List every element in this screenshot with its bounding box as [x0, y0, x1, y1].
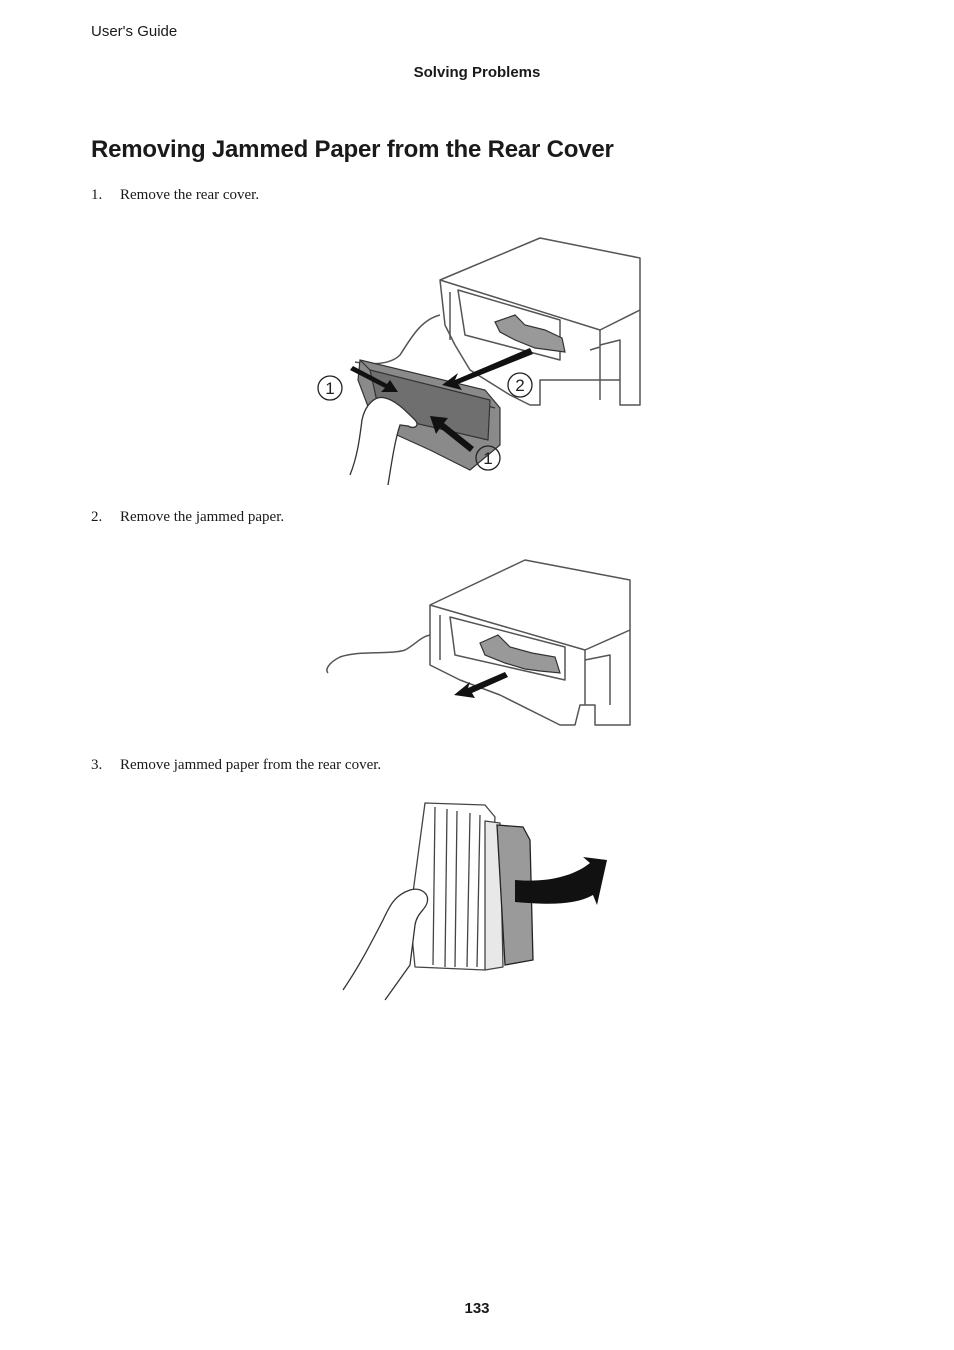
arrow-icon [430, 416, 474, 452]
illustration-remove-jammed-paper [326, 559, 631, 726]
page-number: 133 [464, 1300, 490, 1317]
header-section-title: Solving Problems [413, 64, 541, 81]
callout-1: 1 [483, 449, 492, 468]
step-text: Remove the jammed paper. [120, 509, 285, 525]
arrow-icon [454, 672, 508, 698]
step-number: 2. [91, 509, 103, 525]
illustration-remove-rear-cover: 1 2 1 [317, 237, 641, 486]
callout-1: 1 [325, 379, 334, 398]
page-title: Removing Jammed Paper from the Rear Cove… [91, 136, 614, 163]
callout-2: 2 [515, 376, 524, 395]
hand-icon [349, 396, 418, 486]
header-guide-title: User's Guide [91, 23, 178, 40]
jammed-paper-icon [494, 314, 566, 353]
step-text: Remove jammed paper from the rear cover. [120, 757, 382, 773]
step-2: 2. Remove the jammed paper. [91, 509, 284, 526]
step-text: Remove the rear cover. [120, 187, 260, 203]
step-1: 1. Remove the rear cover. [91, 187, 259, 204]
step-number: 1. [91, 187, 103, 203]
arrow-icon [442, 348, 533, 390]
hand-icon [342, 888, 429, 1001]
arrow-icon [350, 366, 398, 392]
step-number: 3. [91, 757, 103, 773]
arrow-icon [515, 857, 607, 905]
step-3: 3. Remove jammed paper from the rear cove… [91, 757, 381, 774]
illustration-remove-paper-from-cover [342, 802, 607, 1001]
jammed-paper-icon [479, 634, 561, 674]
